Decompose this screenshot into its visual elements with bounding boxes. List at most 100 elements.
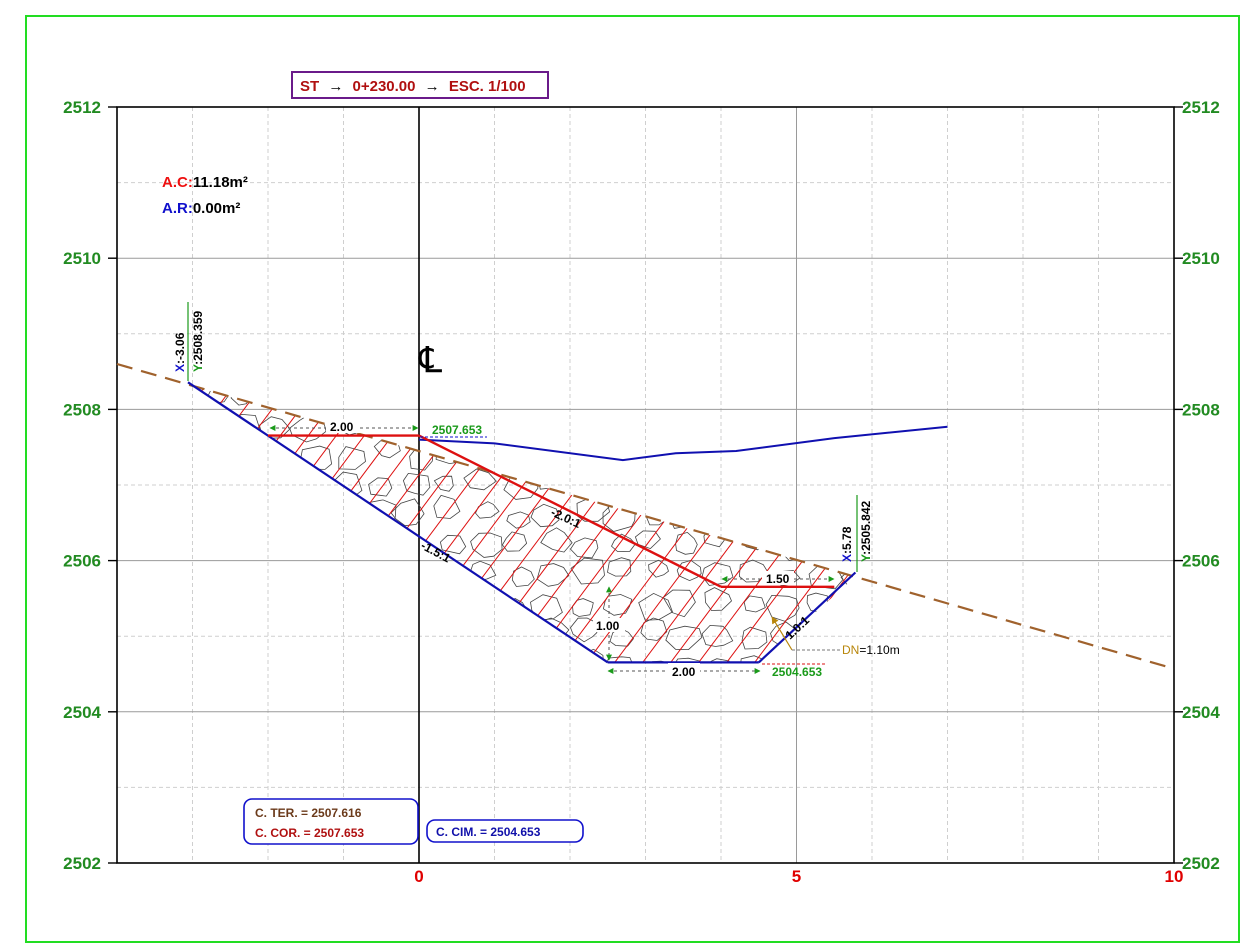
x-tick-label: 5 xyxy=(792,867,801,886)
area-fill: A.R:0.00m² xyxy=(162,200,240,217)
rock xyxy=(532,442,570,468)
rock xyxy=(769,507,797,528)
rock xyxy=(153,538,187,562)
hatch-line xyxy=(202,382,464,663)
rock xyxy=(229,472,255,499)
rock xyxy=(188,566,192,591)
rock xyxy=(806,383,836,410)
foundation-elevation-text: C. CIM. = 2504.653 xyxy=(436,825,541,839)
svg-text:Y:2505.842: Y:2505.842 xyxy=(859,501,873,562)
rock xyxy=(373,351,393,366)
rock xyxy=(300,481,321,497)
rock xyxy=(500,383,532,410)
rock xyxy=(199,559,226,580)
right-point-y-label: Y xyxy=(859,554,873,562)
dn-label: DN xyxy=(842,643,859,657)
rock xyxy=(603,656,635,663)
hatch-line xyxy=(818,382,856,663)
info-box-foundation: C. CIM. = 2504.653 xyxy=(426,819,584,843)
rock xyxy=(601,416,636,441)
svg-text:DN=1.10m: DN=1.10m xyxy=(842,643,900,657)
depth-dimension: 1.00 xyxy=(593,586,625,661)
hatch-line xyxy=(0,341,127,689)
rock xyxy=(743,382,776,403)
rock xyxy=(705,658,732,663)
area-fill-value: 0.00m² xyxy=(193,200,241,217)
rock xyxy=(541,354,571,377)
rock xyxy=(674,415,703,441)
hatch-line xyxy=(959,341,1219,689)
rock xyxy=(460,388,492,410)
rock xyxy=(741,626,768,650)
top-width-text: 2.00 xyxy=(330,420,354,434)
rock xyxy=(200,589,225,610)
rock xyxy=(634,530,661,550)
rock xyxy=(530,503,560,528)
rock xyxy=(309,588,334,611)
y-tick-label-right: 2506 xyxy=(1182,552,1220,571)
rock xyxy=(537,474,560,490)
rock xyxy=(289,623,323,653)
rock xyxy=(192,650,222,663)
rock xyxy=(706,349,727,366)
info-box-elevations: C. TER. = 2507.616 C. COR. = 2507.653 xyxy=(243,798,419,845)
hatch-line xyxy=(875,341,1135,689)
left-slope-line xyxy=(187,381,609,664)
rock xyxy=(503,614,539,646)
centerline-symbol: ℄ xyxy=(418,339,442,380)
title-scale: ESC. 1/100 xyxy=(449,78,526,95)
hatch-line xyxy=(706,382,856,663)
rock xyxy=(324,562,361,589)
rock xyxy=(265,657,294,663)
rock xyxy=(262,353,292,378)
svg-text:X:-3.06: X:-3.06 xyxy=(173,332,187,372)
y-tick-label-right: 2504 xyxy=(1182,703,1220,722)
rock xyxy=(433,494,461,519)
rock xyxy=(647,660,669,663)
rock xyxy=(270,391,292,409)
rock xyxy=(163,502,188,522)
rock xyxy=(302,648,336,663)
cut-hatching xyxy=(0,341,1242,689)
right-point-y-value: :2505.842 xyxy=(859,501,873,555)
rock xyxy=(297,560,327,582)
rock xyxy=(640,617,668,641)
rock xyxy=(441,568,466,584)
rock xyxy=(197,437,220,457)
rock xyxy=(305,535,329,559)
title-arrow-2: → xyxy=(425,78,440,95)
rock xyxy=(611,533,636,552)
rock xyxy=(404,653,438,663)
rock xyxy=(845,356,866,372)
rock xyxy=(506,511,531,529)
rock xyxy=(188,410,193,433)
rock xyxy=(637,472,662,491)
rock xyxy=(633,406,665,433)
rock xyxy=(737,523,768,551)
rock xyxy=(540,527,573,553)
rock xyxy=(838,469,856,493)
hatch-line xyxy=(0,341,99,689)
rock xyxy=(267,561,298,585)
rock xyxy=(226,352,263,375)
hatch-line xyxy=(1015,341,1242,689)
rock xyxy=(365,530,389,549)
hatch-line xyxy=(0,341,183,689)
right-point-x-value: :5.78 xyxy=(840,526,854,554)
y-tick-label-right: 2512 xyxy=(1182,98,1220,117)
bottom-width-text: 2.00 xyxy=(672,665,696,679)
rock xyxy=(698,468,731,493)
rock xyxy=(474,591,510,618)
rock xyxy=(748,355,777,375)
rock xyxy=(648,559,669,578)
rock xyxy=(803,348,840,373)
hatch-line xyxy=(188,382,212,663)
rock xyxy=(436,653,457,663)
rock xyxy=(430,590,458,613)
rock xyxy=(813,442,844,469)
rock xyxy=(665,625,703,651)
x-tick-label: 0 xyxy=(414,867,423,886)
hatch-line xyxy=(286,382,548,663)
